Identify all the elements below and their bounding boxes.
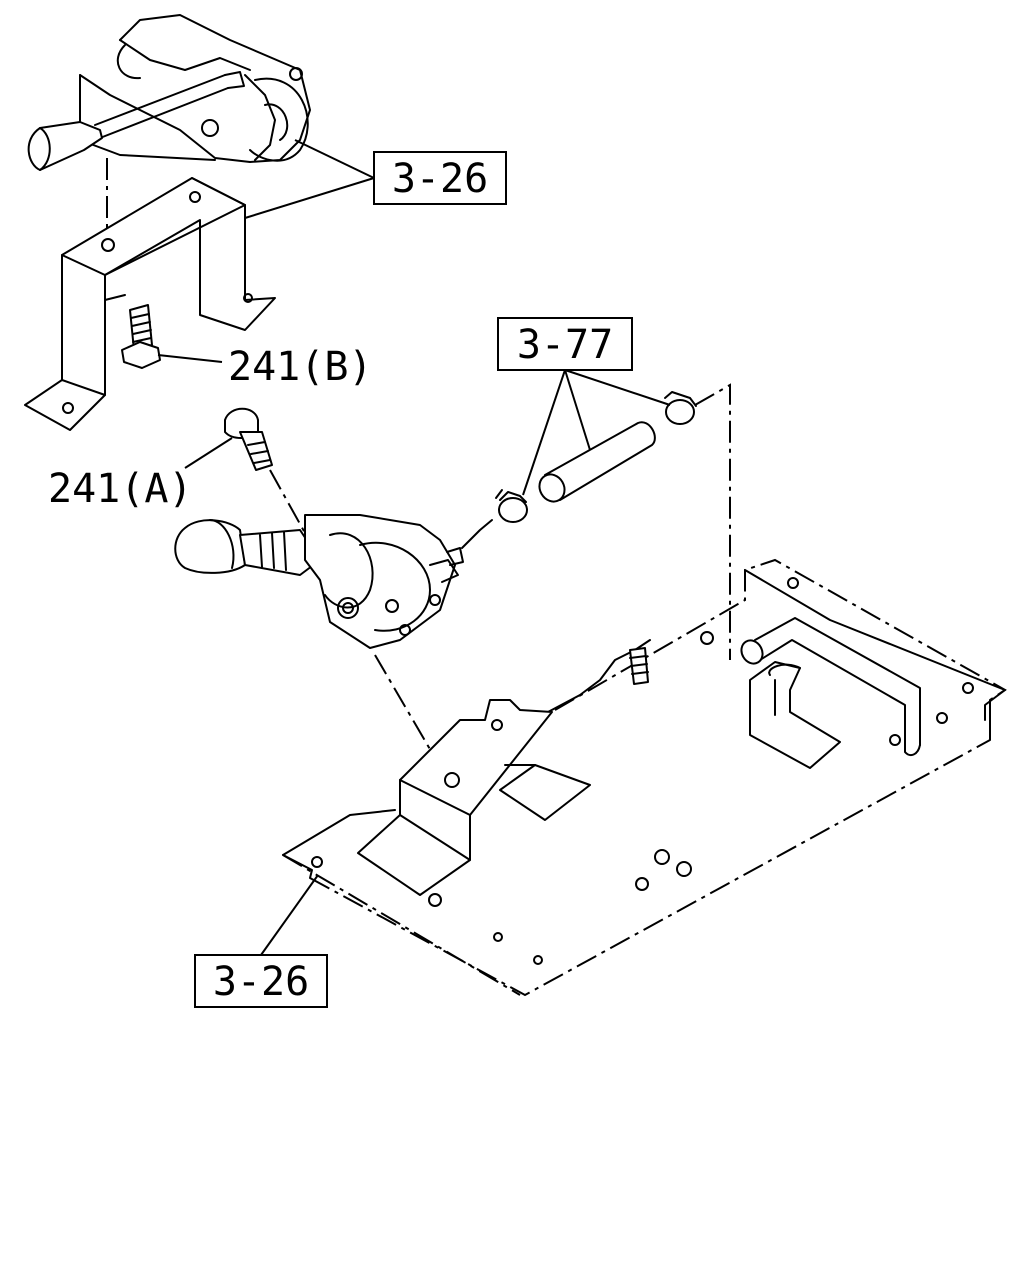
leader-top-2 [244, 177, 375, 219]
top-mounting-bracket[interactable] [24, 177, 276, 431]
bolt-a-label: 241(A) [48, 466, 193, 512]
leader-bolt-a [184, 437, 233, 469]
hose-clamp-right[interactable] [664, 391, 697, 425]
ref-hose-box [497, 317, 633, 371]
floor-valve-bracket[interactable] [357, 699, 591, 896]
top-control-valve[interactable] [27, 14, 311, 171]
bolt-241a[interactable] [224, 407, 273, 471]
leader-bolt-b [157, 354, 223, 363]
stud-bolt[interactable] [629, 647, 649, 685]
callout-ref-bottom[interactable]: 3-26 [194, 954, 328, 1008]
floor-side-bracket[interactable] [749, 661, 841, 769]
guide-line-hose [694, 383, 731, 660]
leader-hose-2 [564, 369, 591, 451]
leader-hose-3 [564, 369, 671, 406]
middle-shift-valve[interactable] [174, 514, 464, 649]
callout-ref-hose[interactable]: 3-77 [497, 317, 633, 371]
leader-bottom [260, 874, 319, 956]
hose-tube[interactable] [535, 421, 656, 506]
ref-bottom-label: 3-26 [213, 959, 309, 1005]
hose-clamp-left[interactable] [495, 489, 528, 523]
floor-pipe[interactable] [737, 617, 921, 757]
bolt-241b[interactable] [121, 304, 161, 369]
ref-top-label: 3-26 [392, 156, 488, 202]
leader-hose-1 [522, 369, 566, 496]
ref-hose-label: 3-77 [517, 322, 613, 368]
ref-bottom-box [194, 954, 328, 1008]
leader-top-1 [294, 139, 375, 179]
ref-top-box [373, 151, 507, 205]
hose-connector-line [461, 519, 493, 549]
bolt-b-label: 241(B) [228, 344, 373, 390]
callout-ref-top[interactable]: 3-26 [373, 151, 507, 205]
